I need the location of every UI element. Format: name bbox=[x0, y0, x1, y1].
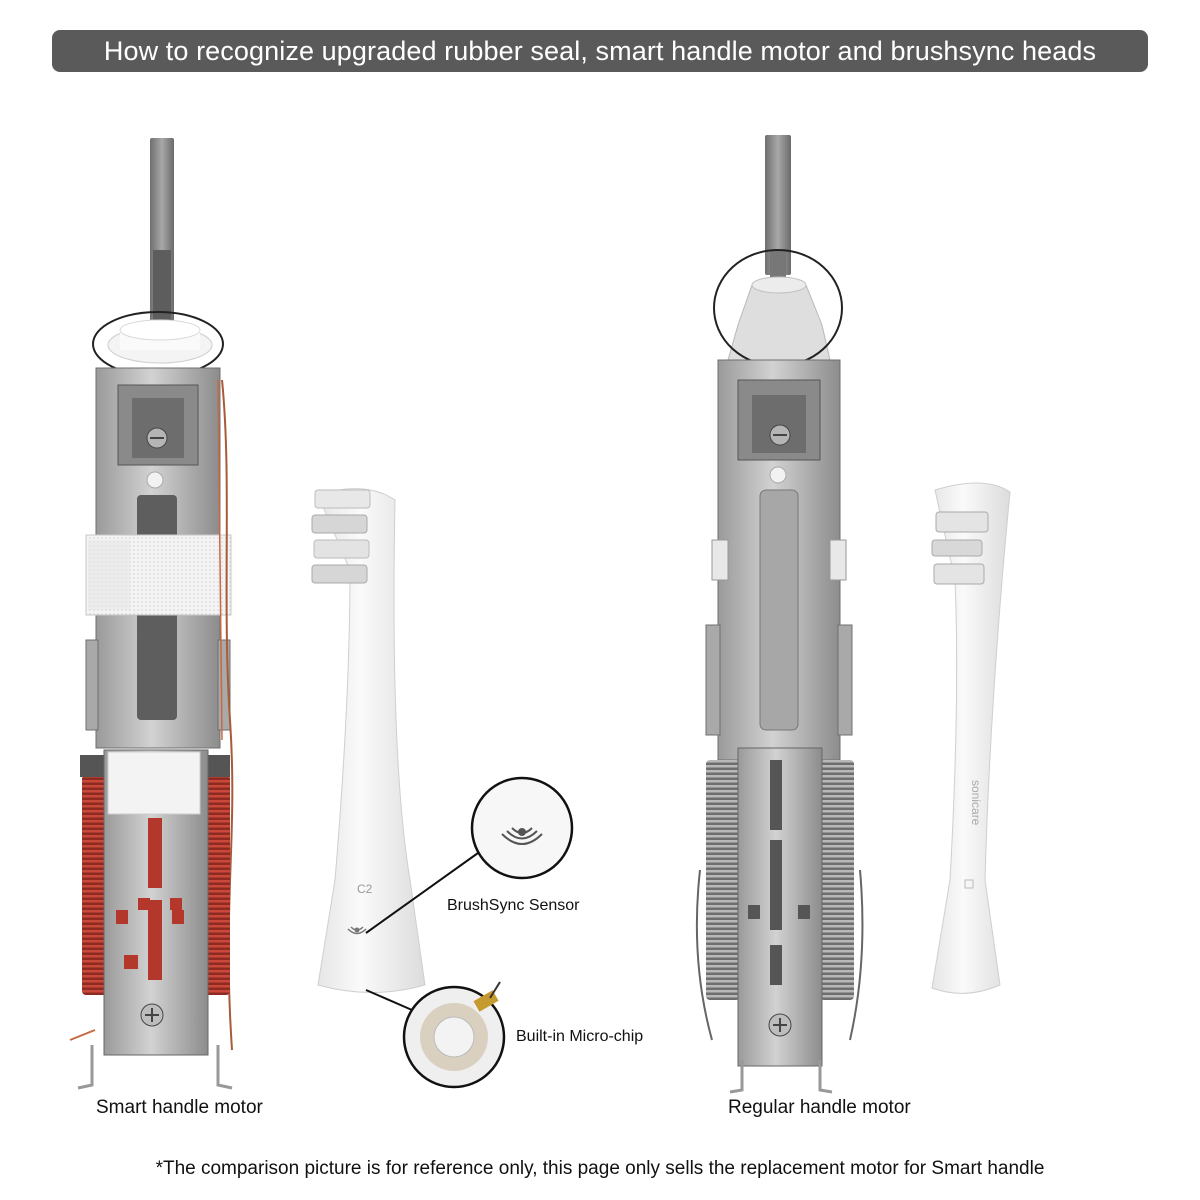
brush-brand-text: sonicare bbox=[969, 780, 983, 826]
spring-coil-right bbox=[820, 760, 854, 1000]
drive-shaft bbox=[765, 135, 791, 275]
bristle-tuft-3 bbox=[933, 563, 985, 585]
micro-chip-label: Built-in Micro-chip bbox=[516, 1028, 644, 1045]
bristle-tuft-1 bbox=[935, 511, 989, 533]
regular-brush-head: sonicare bbox=[931, 482, 1011, 994]
bristle-tuft-1 bbox=[314, 489, 371, 509]
regular-handle-motor bbox=[695, 135, 864, 1094]
sensor-leader-line bbox=[365, 852, 479, 934]
bristle-tuft-3 bbox=[313, 539, 370, 559]
brush-marking: C2 bbox=[357, 882, 373, 896]
bristle-tuft-2 bbox=[311, 514, 368, 534]
brushsync-brush-head: C2 bbox=[311, 488, 426, 993]
spring-coil-left bbox=[706, 760, 740, 1000]
chip-leader-line bbox=[365, 989, 413, 1011]
bristle-tuft-2 bbox=[931, 539, 983, 557]
white-label bbox=[107, 751, 201, 815]
rubber-seal bbox=[727, 284, 831, 361]
brushsync-sensor-callout bbox=[365, 776, 574, 934]
smart-handle-motor bbox=[69, 138, 234, 1090]
right-motor-caption: Regular handle motor bbox=[728, 1097, 911, 1118]
bristle-tuft-4 bbox=[311, 564, 368, 584]
brushsync-sensor-label: BrushSync Sensor bbox=[447, 897, 580, 914]
micro-chip-callout bbox=[365, 981, 506, 1089]
disclaimer-footnote: *The comparison picture is for reference… bbox=[155, 1158, 1045, 1179]
sensor-waves-icon bbox=[347, 926, 367, 935]
title-banner: How to recognize upgraded rubber seal, s… bbox=[52, 30, 1148, 72]
sensor-waves-icon bbox=[501, 827, 543, 845]
page-title: How to recognize upgraded rubber seal, s… bbox=[103, 35, 1097, 66]
left-motor-caption: Smart handle motor bbox=[96, 1097, 263, 1118]
